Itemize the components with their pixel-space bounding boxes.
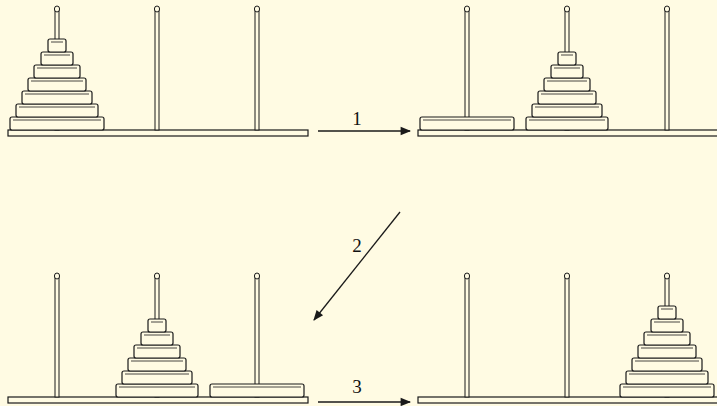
- peg-knob: [154, 6, 159, 12]
- base-board: [8, 397, 308, 403]
- disk-edge: [641, 348, 693, 349]
- disk-edge: [119, 387, 195, 388]
- disk-edge: [31, 81, 83, 82]
- peg-rod: [465, 10, 469, 130]
- base-board: [8, 130, 308, 136]
- disk: [526, 117, 608, 130]
- hanoi-panel: [418, 6, 717, 136]
- disk: [122, 371, 192, 384]
- disk: [10, 117, 104, 130]
- step-number: 1: [350, 109, 364, 128]
- step-arrow: [318, 130, 410, 131]
- peg-knob: [664, 6, 669, 12]
- disk: [34, 65, 80, 78]
- disk: [48, 39, 66, 52]
- peg-rod: [255, 10, 259, 130]
- peg-rod: [255, 277, 259, 397]
- disk: [538, 91, 596, 104]
- disk: [626, 371, 708, 384]
- disk: [28, 78, 86, 91]
- peg-knob: [564, 6, 569, 12]
- peg-knob: [664, 273, 669, 279]
- peg-rod: [465, 277, 469, 397]
- disk-edge: [635, 361, 699, 362]
- disk-edge: [647, 335, 687, 336]
- hanoi-panel: [8, 6, 308, 136]
- disk-edge: [623, 387, 711, 388]
- peg-knob: [54, 6, 59, 12]
- disk: [116, 384, 198, 397]
- disk: [651, 319, 683, 332]
- disk-edge: [151, 322, 163, 323]
- peg-knob: [154, 273, 159, 279]
- disk: [16, 104, 98, 117]
- disk-edge: [541, 94, 593, 95]
- disk-edge: [661, 309, 673, 310]
- disk-edge: [529, 120, 605, 121]
- peg-knob: [254, 273, 259, 279]
- disk: [658, 306, 676, 319]
- disk-edge: [547, 81, 587, 82]
- hanoi-panel: [418, 273, 717, 403]
- step-arrow: [314, 212, 400, 320]
- disk-edge: [44, 55, 70, 56]
- disk-edge: [213, 387, 301, 388]
- disk: [544, 78, 590, 91]
- peg-rod: [55, 277, 59, 397]
- disk: [210, 384, 304, 397]
- disk: [22, 91, 92, 104]
- disk: [551, 65, 583, 78]
- disk: [644, 332, 690, 345]
- peg-rod: [565, 277, 569, 397]
- disk: [141, 332, 173, 345]
- disk: [134, 345, 180, 358]
- peg-knob: [464, 273, 469, 279]
- disk-edge: [131, 361, 183, 362]
- disk-edge: [137, 348, 177, 349]
- disk: [638, 345, 696, 358]
- disk: [558, 52, 576, 65]
- disk-edge: [654, 322, 680, 323]
- disk-edge: [13, 120, 101, 121]
- disk-edge: [561, 55, 573, 56]
- peg-knob: [564, 273, 569, 279]
- disk-edge: [554, 68, 580, 69]
- disk: [420, 117, 514, 130]
- hanoi-panel: [8, 273, 308, 403]
- disk-edge: [629, 374, 705, 375]
- peg-knob: [464, 6, 469, 12]
- disk-edge: [535, 107, 599, 108]
- step-number: 2: [350, 236, 364, 255]
- base-board: [418, 397, 717, 403]
- disk: [148, 319, 166, 332]
- disk: [532, 104, 602, 117]
- step-arrow: [318, 401, 410, 402]
- disk-edge: [25, 94, 89, 95]
- disk-edge: [125, 374, 189, 375]
- base-board: [418, 130, 717, 136]
- disk-edge: [51, 42, 63, 43]
- disk-edge: [423, 120, 511, 121]
- disk: [620, 384, 714, 397]
- disk: [41, 52, 73, 65]
- peg-rod: [155, 10, 159, 130]
- disk: [128, 358, 186, 371]
- peg-knob: [54, 273, 59, 279]
- peg-rod: [665, 10, 669, 130]
- step-number: 3: [350, 377, 364, 396]
- disk: [632, 358, 702, 371]
- disk-edge: [37, 68, 77, 69]
- disk-edge: [19, 107, 95, 108]
- disk-edge: [144, 335, 170, 336]
- peg-knob: [254, 6, 259, 12]
